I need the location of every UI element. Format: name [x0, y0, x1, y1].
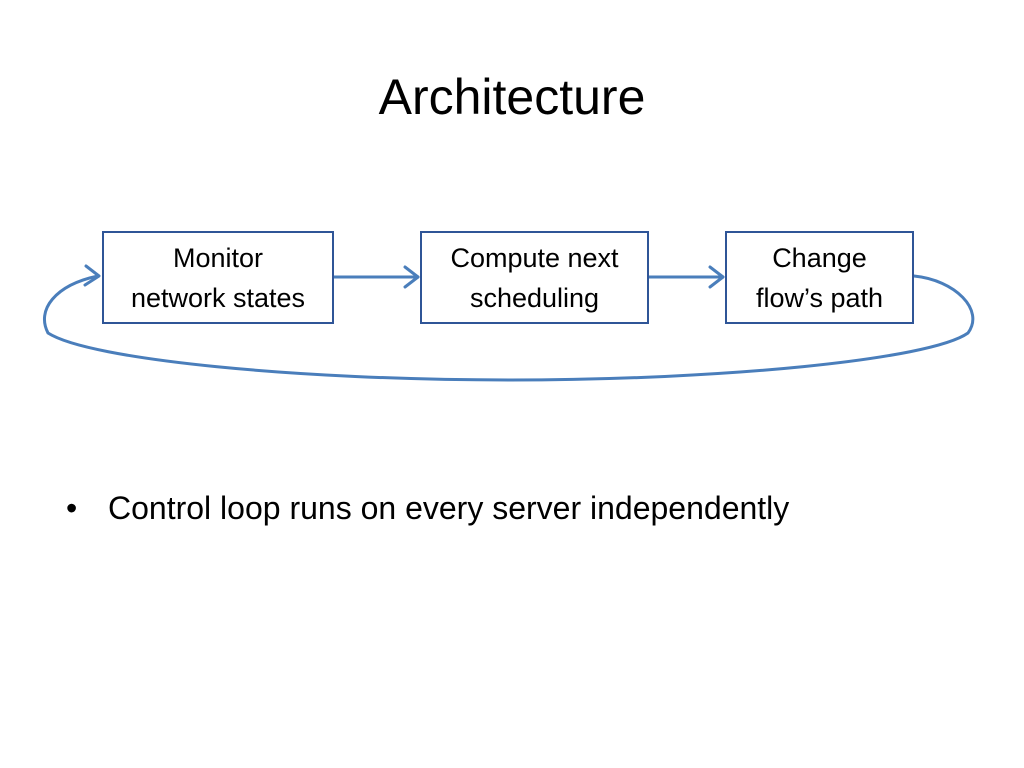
- step-compute-label: Compute next scheduling: [450, 242, 619, 313]
- step-change-flow-path: Change flow’s path: [725, 231, 914, 324]
- slide-title: Architecture: [378, 69, 646, 125]
- feedback-loop-arrow: [42, 274, 975, 382]
- arrowhead-feedback-loop: [83, 264, 101, 287]
- bullet-text: Control loop runs on every server indepe…: [108, 490, 790, 526]
- step-compute-next-scheduling: Compute next scheduling: [420, 231, 649, 324]
- step-monitor-label: Monitor network states: [130, 242, 306, 313]
- step-change-label: Change flow’s path: [755, 242, 884, 313]
- arrowhead-monitor-to-compute: [403, 265, 420, 289]
- bullet-marker: •: [66, 490, 78, 526]
- step-monitor-network-states: Monitor network states: [102, 231, 334, 324]
- bullet-item: • Control loop runs on every server inde…: [66, 486, 789, 530]
- arrowhead-compute-to-change: [708, 265, 725, 289]
- bullet-list: • Control loop runs on every server inde…: [66, 486, 789, 530]
